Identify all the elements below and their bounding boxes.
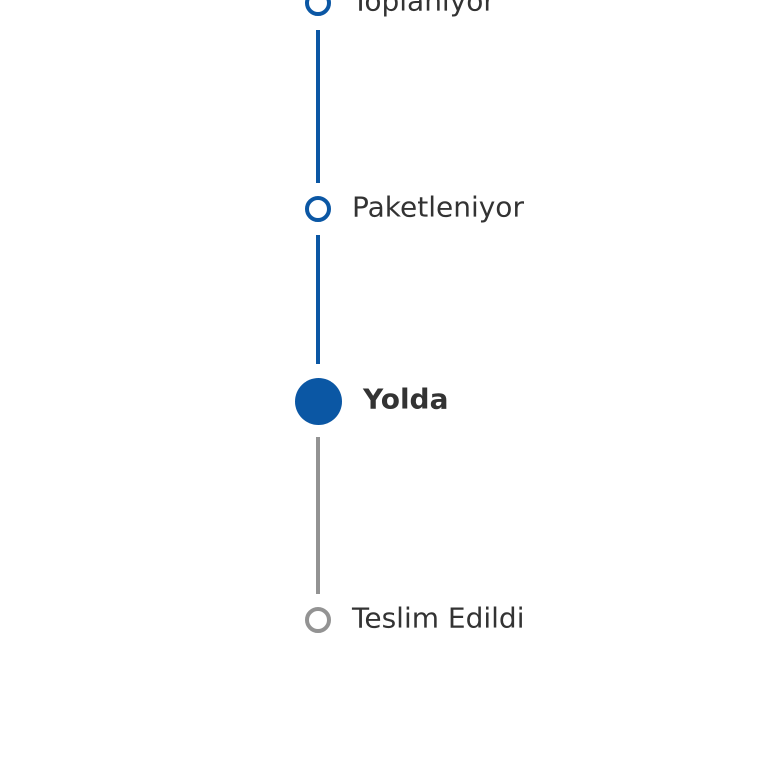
step-current-circle-icon (294, 377, 342, 425)
step-done-circle-icon (305, 196, 331, 222)
step-done-circle-icon (305, 0, 331, 16)
step-label-packaging: Paketleniyor (352, 190, 524, 224)
connector-line-done (316, 235, 320, 364)
connector-line-pending (316, 437, 320, 594)
connector-line-done (316, 30, 320, 183)
step-label-collecting: Toplanıyor (352, 0, 495, 18)
step-label-in-transit: Yolda (363, 382, 449, 416)
step-pending-circle-icon (305, 607, 331, 633)
step-label-delivered: Teslim Edildi (352, 601, 525, 635)
